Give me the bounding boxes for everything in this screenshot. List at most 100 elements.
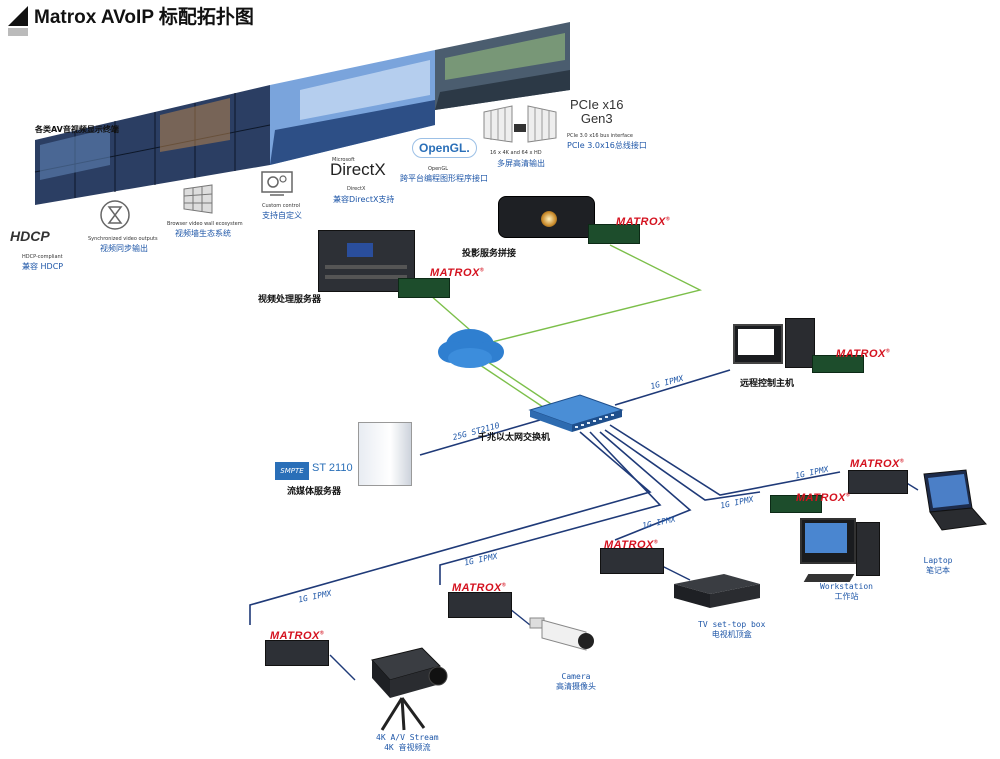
remote-host-monitor — [733, 324, 783, 364]
stream-label-cn: 4K 音视频流 — [384, 743, 431, 752]
smpte-logo: SMPTE — [275, 462, 309, 480]
link-projector — [479, 244, 703, 346]
browser-cn: 视频墙生态系统 — [175, 229, 231, 238]
streaming-server-tower — [358, 422, 412, 486]
pcie-cn: PCIe 3.0x16总线接口 — [567, 141, 647, 150]
link-stream-device — [329, 654, 356, 681]
matrox-logo: MATROX® — [836, 348, 891, 360]
server-display-panel — [347, 243, 373, 257]
matrox-encoder-stb — [600, 548, 664, 574]
hdcp-cn: 兼容 HDCP — [22, 262, 64, 271]
video-wall-grid-icon — [183, 184, 213, 214]
pcie-logo: PCIe x16 Gen3 — [570, 98, 623, 126]
opengl-en: OpenGL — [428, 166, 449, 172]
streaming-server-label: 流媒体服务器 — [287, 487, 342, 497]
workstation-keyboard — [803, 574, 855, 582]
link-stb — [599, 431, 692, 541]
page-title: Matrox AVoIP 标配拓扑图 — [8, 2, 254, 29]
video-camera-icon — [371, 647, 448, 731]
matrox-logo: MATROX® — [604, 539, 659, 551]
camera-label-en: Camera — [561, 672, 591, 681]
stream-label: 4K A/V Stream 4K 音视频流 — [376, 733, 439, 753]
monitor-screen — [738, 329, 774, 355]
workstation-tower — [856, 522, 880, 576]
laptop-label-en: Laptop — [923, 556, 953, 565]
matrox-card — [812, 355, 864, 373]
security-camera-icon — [529, 617, 594, 651]
title-underline — [8, 28, 28, 36]
workstation-label: Workstation 工作站 — [820, 582, 873, 602]
camera-label: Camera 高清摄像头 — [556, 672, 596, 692]
sync-cn: 视频同步输出 — [100, 244, 148, 253]
projector-lens-icon — [541, 211, 557, 227]
multi-cn: 多屏高清输出 — [497, 159, 545, 168]
switch-label: 千兆以太网交换机 — [478, 433, 551, 443]
video-wall-image — [34, 85, 271, 205]
matrox-encoder-stream — [265, 640, 329, 666]
remote-host-label: 远程控制主机 — [740, 379, 795, 389]
opengl-cn: 跨平台编程图形程序接口 — [400, 174, 488, 183]
remote-host-tower — [785, 318, 815, 368]
link-stream — [249, 431, 652, 625]
link-laptop — [609, 424, 841, 496]
pcie-logo-line-2: Gen3 — [580, 111, 613, 126]
projector-label: 投影服务拼接 — [462, 249, 517, 259]
matrox-encoder-camera — [448, 592, 512, 618]
custom-en: Custom control — [262, 203, 301, 209]
link-workstation — [604, 429, 761, 501]
server-slot — [325, 265, 407, 269]
display-endpoints-label: 各类AV音视频显示终端 — [35, 125, 119, 134]
browser-en: Browser video wall ecosystem — [167, 221, 243, 227]
title-text: Matrox AVoIP 标配拓扑图 — [34, 7, 254, 28]
laptop-label: Laptop 笔记本 — [918, 556, 958, 576]
projector-device — [498, 196, 595, 238]
matrox-logo: MATROX® — [270, 630, 325, 642]
link-video-server — [429, 294, 471, 331]
workstation-monitor — [800, 518, 856, 564]
sync-hourglass-icon — [100, 200, 130, 230]
directx-cn: 兼容DirectX支持 — [333, 195, 395, 204]
hdcp-logo: HDCP — [10, 228, 50, 244]
matrox-logo: MATROX® — [850, 458, 905, 470]
monitor-screen — [805, 523, 847, 553]
set-top-box-icon — [674, 574, 760, 608]
pcie-en: PCIe 3.0 x16 bus interface — [567, 133, 633, 139]
laptop-icon — [923, 469, 987, 531]
matrox-logo: MATROX® — [452, 582, 507, 594]
server-slot — [325, 275, 407, 279]
laptop-label-cn: 笔记本 — [926, 566, 950, 575]
matrox-card — [588, 224, 640, 244]
workstation-label-en: Workstation — [820, 582, 873, 591]
link-cloud-switch-1 — [484, 359, 561, 411]
sync-en: Synchronized video outputs — [88, 236, 158, 242]
opengl-logo: OpenGL. — [412, 138, 477, 158]
pcie-logo-line-1: PCIe x16 — [570, 97, 624, 112]
matrox-encoder-laptop — [848, 470, 908, 494]
custom-control-gear-icon — [261, 171, 293, 196]
cloud-icon — [438, 329, 504, 368]
switch-icon — [528, 394, 624, 432]
directx-logo: DirectX — [330, 160, 386, 179]
camera-label-cn: 高清摄像头 — [556, 682, 596, 691]
link-remote — [614, 369, 731, 406]
matrox-logo: MATROX® — [796, 492, 851, 504]
video-server-label: 视频处理服务器 — [258, 295, 322, 305]
stream-label-en: 4K A/V Stream — [376, 733, 439, 742]
matrox-logo: MATROX® — [616, 216, 671, 228]
directx-small: Microsoft — [332, 157, 355, 163]
st2110-logo: ST 2110 — [312, 462, 353, 474]
multi-en: 16 x 4K and 64 x HD — [490, 150, 542, 156]
matrox-card — [398, 278, 450, 298]
control-room-image — [435, 22, 570, 110]
title-triangle-icon — [8, 5, 28, 26]
link-stb-device — [659, 564, 691, 581]
auditorium-image — [270, 50, 435, 165]
stb-label-cn: 电视机顶盒 — [711, 630, 752, 639]
matrox-card — [770, 495, 822, 513]
directx-en: DirectX — [347, 186, 366, 192]
custom-cn: 支持自定义 — [262, 211, 302, 220]
workstation-label-cn: 工作站 — [834, 592, 859, 601]
stb-label: TV set-top box 电视机顶盒 — [698, 620, 765, 640]
link-camera — [439, 431, 662, 585]
